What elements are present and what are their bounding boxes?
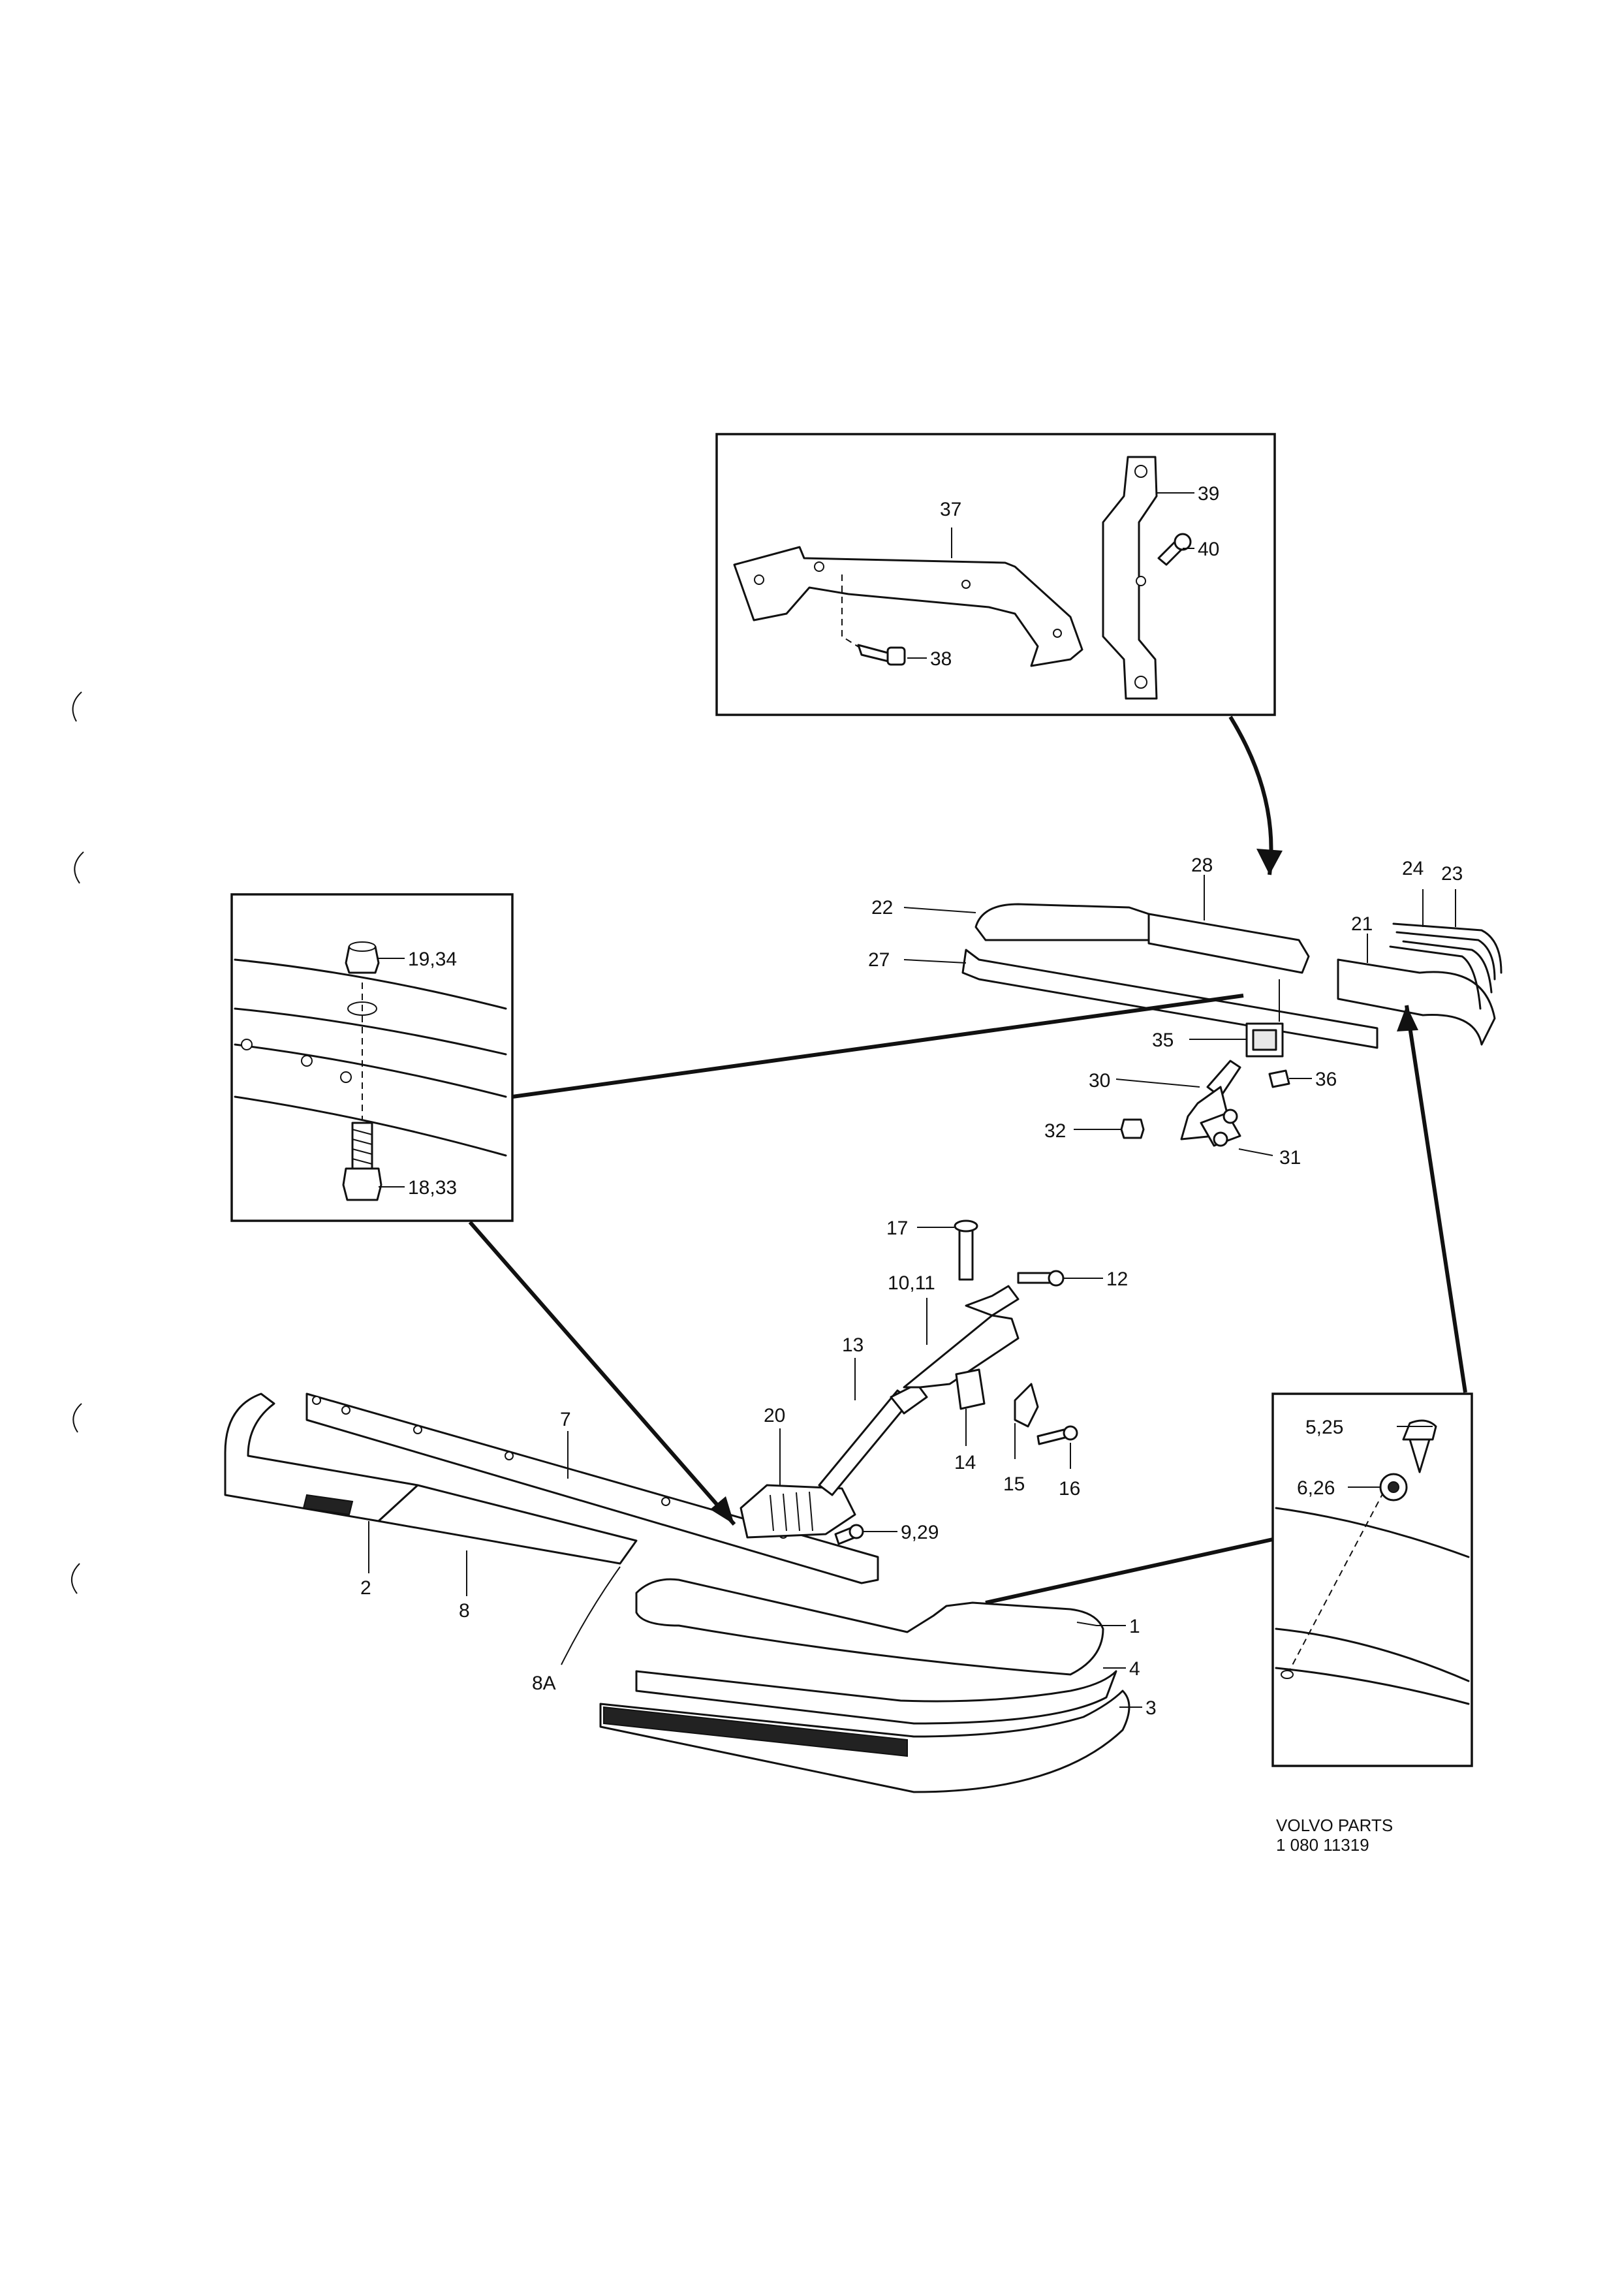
footer-brand: VOLVO PARTS (1276, 1816, 1393, 1835)
label-6-26: 6,26 (1297, 1477, 1335, 1499)
bumper-end-21 (1337, 958, 1496, 1046)
label-12: 12 (1106, 1268, 1128, 1290)
inset-brackets-37-40 (715, 433, 1276, 716)
bracket-37 (733, 546, 1083, 667)
label-17: 17 (886, 1218, 908, 1239)
inset-screw-5-6 (1271, 1392, 1473, 1767)
strut-13 (818, 1389, 912, 1496)
rubber-strip-28 (1147, 913, 1310, 974)
label-39: 39 (1198, 483, 1219, 505)
label-35: 35 (1152, 1030, 1174, 1051)
label-10-11: 10,11 (888, 1272, 935, 1294)
clip-36 (1268, 1069, 1290, 1088)
rear-bumper-end-22 (974, 903, 1150, 941)
moulding-4 (635, 1670, 1117, 1725)
leader-lines (368, 492, 1456, 1708)
bolt-17 (958, 1226, 974, 1281)
label-7: 7 (560, 1409, 571, 1430)
screw-12 (1017, 1272, 1052, 1284)
screw-5-25 (1402, 1419, 1437, 1441)
bumper-end-2 (224, 1392, 419, 1522)
front-bumper-1 (635, 1578, 1104, 1676)
label-3: 3 (1145, 1697, 1157, 1719)
label-21: 21 (1351, 913, 1373, 935)
label-31: 31 (1279, 1147, 1301, 1169)
label-2: 2 (360, 1577, 371, 1599)
label-27: 27 (868, 949, 890, 971)
nut-32 (1120, 1118, 1145, 1139)
screw-16 (1036, 1428, 1067, 1445)
label-13: 13 (842, 1334, 864, 1356)
label-9-29: 9,29 (901, 1522, 939, 1543)
label-19-34: 19,34 (408, 949, 457, 970)
inset-frame-right (1271, 1392, 1473, 1767)
absorber-30 (1206, 1060, 1241, 1098)
label-15: 15 (1003, 1473, 1025, 1495)
inset-bolt-18-19 (230, 893, 514, 1222)
label-16: 16 (1059, 1478, 1080, 1500)
callout-arrows (468, 716, 1467, 1605)
label-20: 20 (764, 1405, 785, 1426)
label-22: 22 (871, 897, 893, 919)
label-40: 40 (1198, 539, 1219, 560)
part-labels: 37 39 40 38 22 27 28 21 24 23 35 36 30 3… (360, 483, 1463, 1719)
label-36: 36 (1315, 1069, 1337, 1090)
label-28: 28 (1191, 855, 1213, 876)
side-rail-8 (377, 1484, 638, 1565)
label-5-25: 5,25 (1305, 1417, 1343, 1438)
label-23: 23 (1441, 863, 1463, 885)
catalogue-code: VOLVO PARTS 1 080 11319 (1276, 1816, 1393, 1855)
label-24: 24 (1402, 858, 1424, 879)
label-30: 30 (1089, 1070, 1110, 1092)
bracket-39 (1102, 456, 1158, 700)
front-bumper-assembly (224, 1219, 1130, 1793)
rear-bumper-assembly (961, 903, 1503, 1147)
label-1: 1 (1129, 1616, 1140, 1637)
label-38: 38 (930, 648, 952, 670)
label-8a: 8A (532, 1673, 556, 1694)
clip-14 (955, 1368, 986, 1410)
clamp-15 (1014, 1383, 1039, 1428)
label-8: 8 (459, 1600, 470, 1622)
label-32: 32 (1044, 1120, 1066, 1142)
label-4: 4 (1129, 1658, 1140, 1680)
footer-code: 1 080 11319 (1276, 1835, 1369, 1855)
label-37: 37 (940, 499, 961, 520)
label-18-33: 18,33 (408, 1177, 457, 1199)
binding-marks (71, 691, 84, 1594)
label-14: 14 (954, 1452, 976, 1473)
